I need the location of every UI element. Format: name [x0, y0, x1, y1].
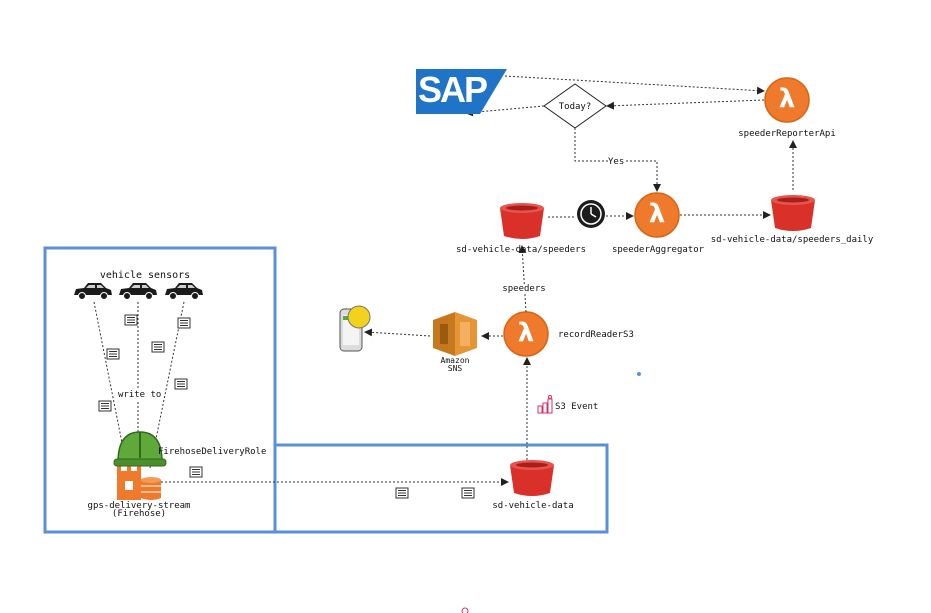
sns-to-mobile-edge: [364, 328, 431, 337]
record-reader-label: recordReaderS3: [558, 330, 634, 340]
sns-label-1: Amazon: [440, 356, 470, 365]
stray-marker: [461, 607, 469, 613]
clock-icon: [577, 200, 605, 228]
s3-daily-label: sd-vehicle-data/speeders_daily: [710, 235, 874, 245]
document-icon: [98, 400, 112, 412]
s3-event-label: S3 Event: [555, 402, 599, 412]
s3-vehicle-data-label: sd-vehicle-data: [492, 501, 574, 511]
vehicle-group-frame: [43, 246, 277, 534]
document-icon: [124, 314, 138, 326]
speeders-edge-label: speeders: [502, 284, 546, 294]
firehose-icon: [117, 460, 161, 500]
firehose-stream-label: gps-delivery-stream: [87, 501, 191, 511]
reporter-to-decision-edge: [606, 99, 765, 110]
document-icon: [177, 317, 191, 329]
document-icon: [189, 466, 203, 478]
amazon-sns-icon: [433, 312, 477, 356]
document-icon: [106, 348, 120, 360]
sap-logo-text: SAP: [418, 69, 488, 110]
s3-bucket-icon: [771, 195, 815, 231]
reporter-label: speederReporterApi: [738, 129, 836, 139]
mobile-notification-icon: [339, 305, 371, 352]
hard-hat-icon: [113, 431, 167, 467]
sap-to-reporter-edge: [504, 75, 765, 95]
s3-event-icon: [537, 395, 553, 414]
lambda-symbol: λ: [517, 318, 535, 348]
document-icon: [461, 487, 475, 499]
lambda-symbol: λ: [648, 199, 666, 229]
car-icon: [118, 282, 158, 300]
aggregator-label: speederAggregator: [611, 245, 705, 255]
firehose-stream-sub: (Firehose): [111, 509, 167, 519]
ingest-group-frame: [273, 443, 609, 534]
document-icon: [174, 378, 188, 390]
vehicle-sensors-label: vehicle sensors: [99, 270, 191, 281]
sns-label-2: SNS: [447, 364, 463, 373]
write-to-label: write to: [118, 390, 162, 400]
yes-label: Yes: [608, 157, 625, 167]
s3-speeders-label: sd-vehicle-data/speeders: [455, 245, 587, 255]
lambda-symbol: λ: [778, 84, 796, 114]
car-icon: [73, 282, 113, 300]
firehose-role-label: FirehoseDeliveryRole: [158, 447, 267, 457]
s3-bucket-icon: [510, 460, 554, 496]
speeders-edge: [518, 245, 527, 313]
document-icon: [151, 341, 165, 353]
document-icon: [395, 487, 409, 499]
stray-dot: [637, 372, 641, 376]
car-icon: [164, 282, 204, 300]
decision-label: Today?: [558, 102, 592, 112]
sap-logo: [416, 69, 507, 114]
s3-bucket-icon: [500, 203, 544, 239]
